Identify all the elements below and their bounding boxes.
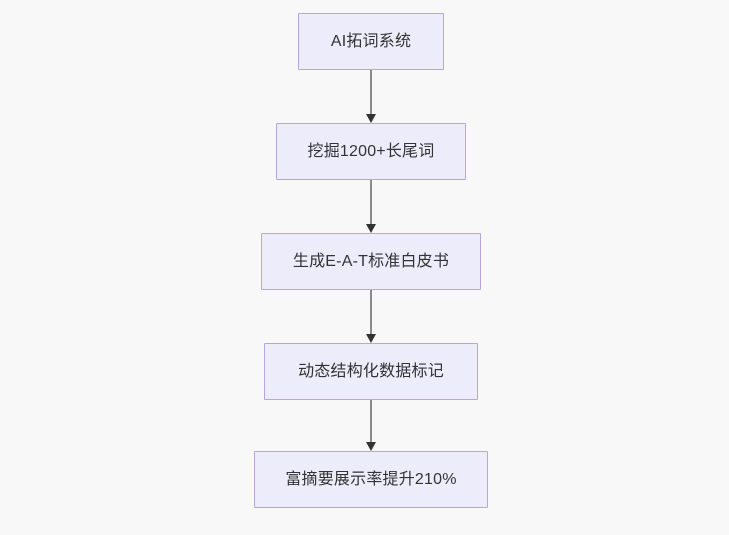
edge-n3-n4 (366, 290, 376, 343)
flow-node-label: 动态结构化数据标记 (298, 362, 444, 380)
flow-node-mine-longtail-keywords[interactable]: 挖掘1200+长尾词 (276, 123, 466, 180)
flow-node-rich-snippet-impression-lift[interactable]: 富摘要展示率提升210% (254, 451, 488, 508)
flow-node-dynamic-structured-data-markup[interactable]: 动态结构化数据标记 (264, 343, 478, 400)
flow-node-label: 生成E-A-T标准白皮书 (292, 252, 450, 270)
flow-node-label: 富摘要展示率提升210% (285, 470, 457, 488)
edge-n4-n5 (366, 399, 376, 451)
flow-node-ai-keyword-system[interactable]: AI拓词系统 (298, 13, 444, 70)
flow-node-generate-eat-whitepaper[interactable]: 生成E-A-T标准白皮书 (261, 233, 481, 290)
flow-node-label: 挖掘1200+长尾词 (307, 142, 435, 160)
flow-node-label: AI拓词系统 (330, 32, 412, 50)
edge-n2-n3 (366, 180, 376, 233)
edge-n1-n2 (366, 70, 376, 123)
